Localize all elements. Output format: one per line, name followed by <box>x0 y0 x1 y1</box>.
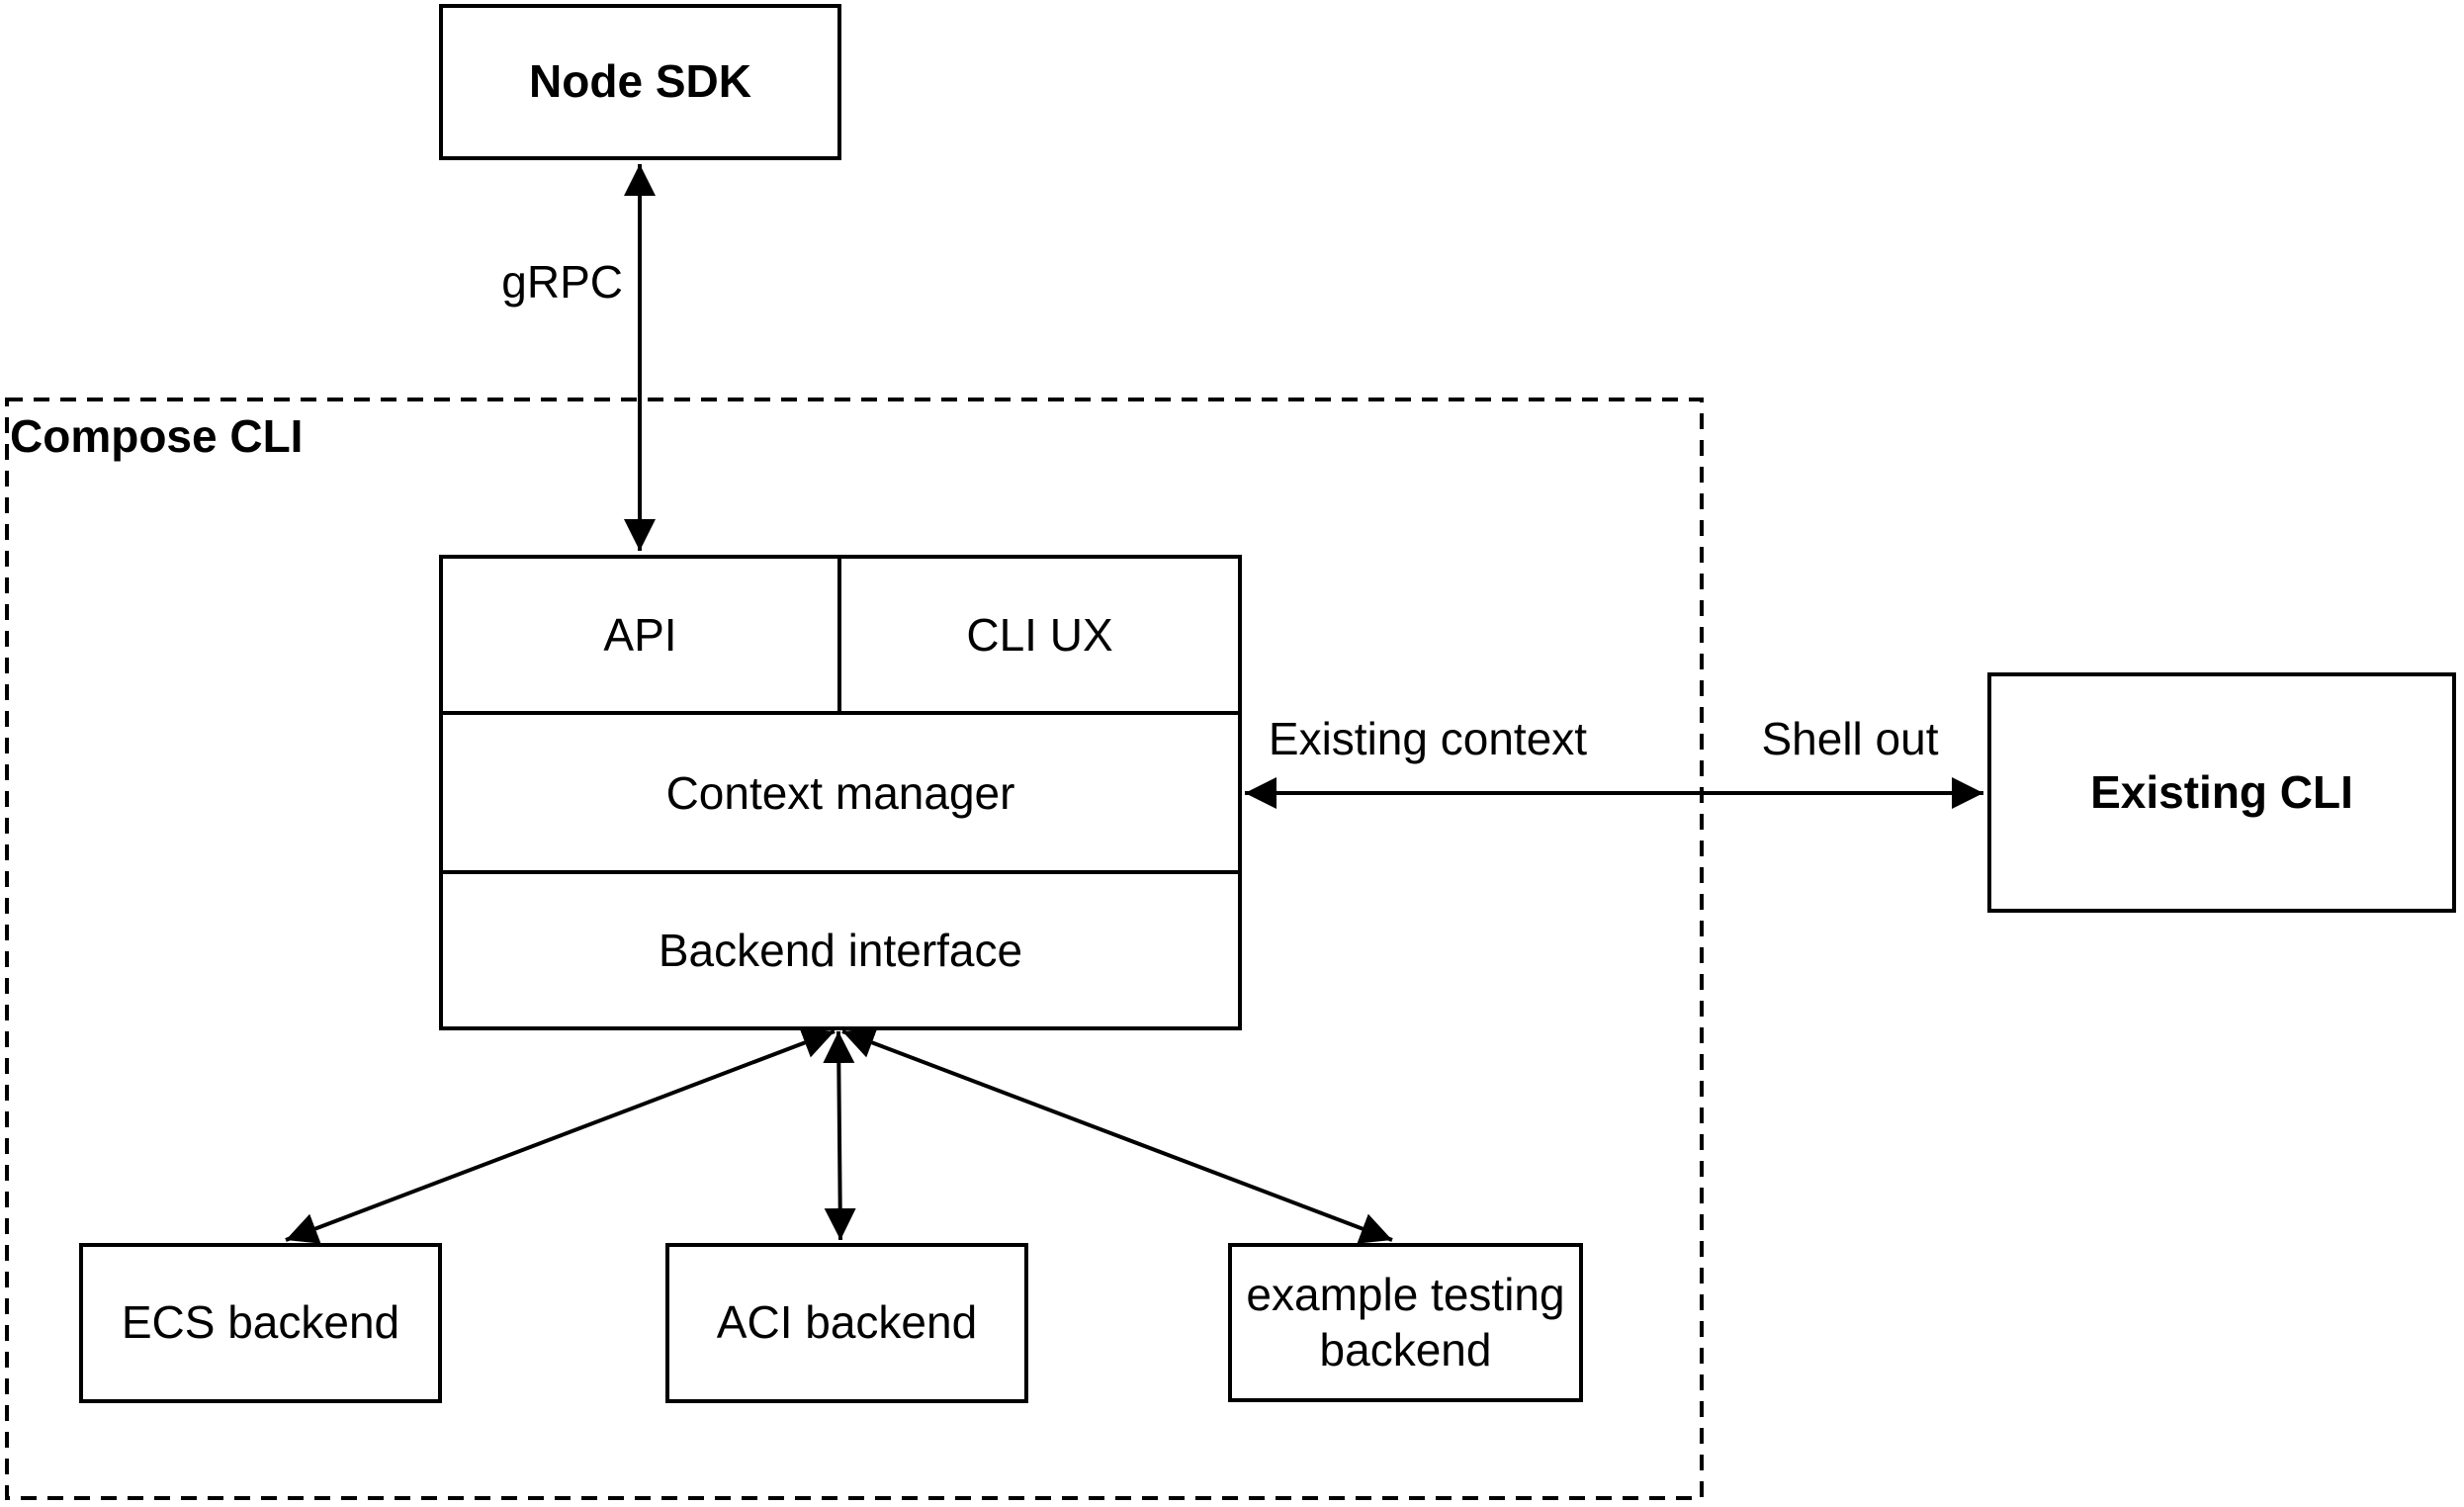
ecs-backend-label: ECS backend <box>121 1296 400 1349</box>
existing-context-edge-label: Existing context <box>1268 713 1588 764</box>
cli-ux-label: CLI UX <box>966 609 1113 661</box>
existing-cli-box: Existing CLI <box>1987 672 2456 913</box>
ecs-backend-box: ECS backend <box>79 1243 442 1403</box>
context-manager-cell: Context manager <box>443 715 1238 874</box>
backend-interface-cell: Backend interface <box>443 874 1238 1026</box>
backend-aci-arrow <box>823 1030 856 1241</box>
cli-ux-cell: CLI UX <box>841 559 1238 711</box>
context-manager-label: Context manager <box>665 766 1015 819</box>
existing-cli-label: Existing CLI <box>2090 765 2353 818</box>
example-testing-backend-box: example testing backend <box>1228 1243 1583 1402</box>
shell-out-edge-label: Shell out <box>1761 713 1939 764</box>
stack-top-row: API CLI UX <box>443 559 1238 715</box>
compose-cli-stack: API CLI UX Context manager Backend inter… <box>439 555 1242 1030</box>
backend-example-arrow <box>841 1027 1393 1244</box>
compose-cli-label: Compose CLI <box>10 410 304 462</box>
aci-backend-label: ACI backend <box>716 1296 978 1349</box>
api-cell: API <box>443 559 841 711</box>
backend-interface-label: Backend interface <box>658 925 1023 976</box>
node-sdk-label: Node SDK <box>529 55 751 108</box>
example-testing-backend-label: example testing backend <box>1246 1269 1565 1375</box>
grpc-edge-label: gRPC <box>501 256 623 308</box>
aci-backend-box: ACI backend <box>665 1243 1028 1403</box>
api-label: API <box>603 609 677 661</box>
backend-ecs-arrow <box>285 1027 836 1244</box>
node-sdk-box: Node SDK <box>439 4 841 160</box>
